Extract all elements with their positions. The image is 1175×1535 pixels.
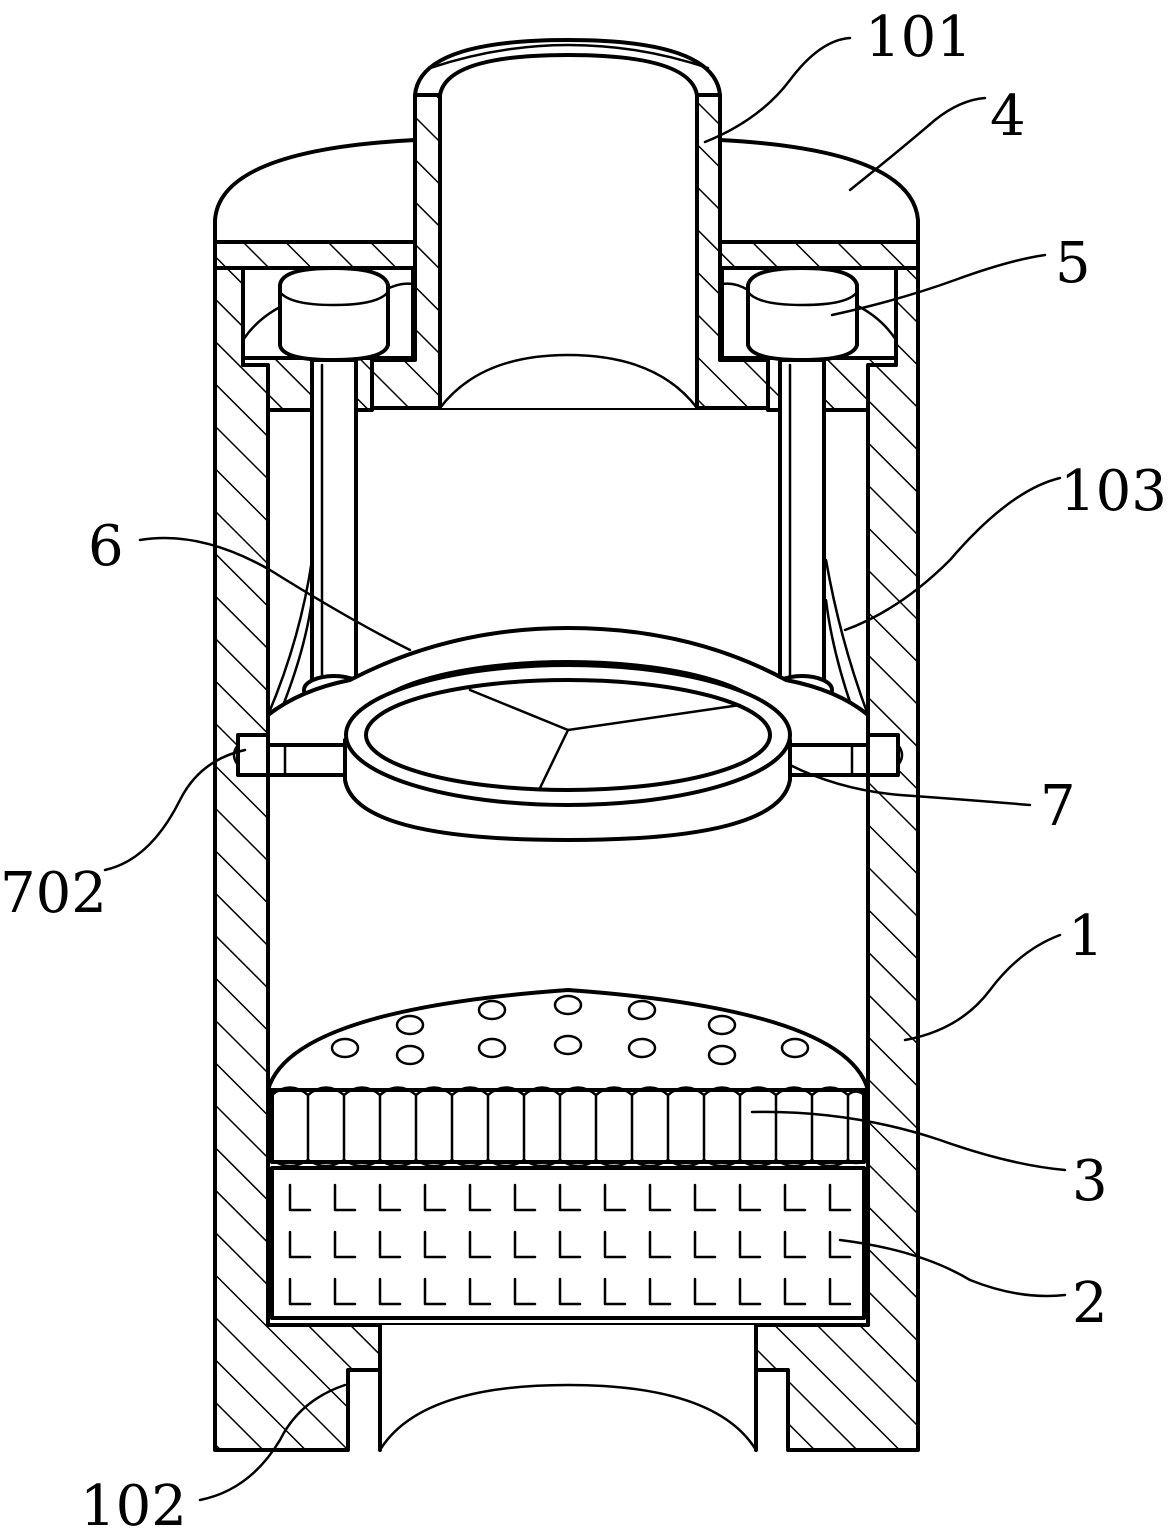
cylinder-right-head-line xyxy=(746,290,859,307)
valve-vane-3 xyxy=(538,728,570,790)
corrugated-layer xyxy=(270,1086,866,1168)
callout-2: 2 xyxy=(1072,1271,1108,1336)
guide-left-curve xyxy=(266,558,314,717)
dome-hole xyxy=(553,1034,583,1056)
valve-disc-inner xyxy=(364,678,772,792)
cylinder-left xyxy=(241,266,415,706)
bolt-left xyxy=(236,733,270,777)
callout-3: 3 xyxy=(1072,1149,1108,1214)
leader-2 xyxy=(838,1238,1067,1298)
bolt-right-head xyxy=(896,743,904,767)
bolt-right xyxy=(866,733,900,777)
leader-101 xyxy=(703,36,852,144)
dome-hole xyxy=(477,1037,507,1059)
dome-hole xyxy=(707,1044,737,1066)
inlet-rim-inner xyxy=(428,43,710,70)
dome-shell xyxy=(266,988,870,1092)
outlet-bore-curve xyxy=(378,1383,758,1452)
grid-layer xyxy=(270,1166,866,1320)
dome-hole xyxy=(395,1044,425,1066)
leader-lines xyxy=(103,36,1067,1502)
piston-rod-right xyxy=(778,358,826,682)
valve-disc xyxy=(343,660,792,842)
inlet-pipe-bore xyxy=(440,95,697,408)
leader-702 xyxy=(103,748,247,872)
callout-5: 5 xyxy=(1055,231,1091,296)
cylinder-left-head-line xyxy=(278,290,390,307)
dome-hole xyxy=(553,994,583,1016)
leader-102 xyxy=(198,1383,347,1502)
callout-101: 101 xyxy=(865,5,972,70)
grid-row-1 xyxy=(288,1183,852,1212)
outlet-pipe xyxy=(378,1323,758,1452)
dome-hole xyxy=(477,999,507,1021)
valve-vane-2 xyxy=(566,703,742,732)
leader-5 xyxy=(830,253,1047,317)
cylinder-right-arc2 xyxy=(720,282,750,292)
dome-hole xyxy=(330,1037,360,1059)
leader-6 xyxy=(138,536,412,652)
dome-hole xyxy=(395,1014,425,1036)
bolt-left-head xyxy=(232,743,240,767)
outlet-bore xyxy=(380,1325,756,1450)
inlet-pipe-rim xyxy=(413,38,722,97)
callout-1: 1 xyxy=(1068,904,1104,969)
grid-row-3 xyxy=(288,1277,852,1306)
top-cover-dome xyxy=(213,138,417,244)
cylinder-right-head xyxy=(746,266,859,362)
piston-rod-left xyxy=(310,358,358,682)
guide-left-curve2 xyxy=(280,598,314,710)
top-cover-dome-right xyxy=(718,138,920,244)
callout-6: 6 xyxy=(88,514,124,579)
valve-vane-1 xyxy=(468,688,570,732)
leader-7 xyxy=(788,763,1032,807)
leader-3 xyxy=(750,1110,1067,1172)
callout-labels: 101 4 5 103 6 7 702 1 3 2 102 xyxy=(0,5,1167,1535)
dome-hole xyxy=(707,1014,737,1036)
guide-right-curve xyxy=(824,558,870,717)
corrugated-ridges xyxy=(306,1093,850,1162)
inlet-pipe xyxy=(370,38,770,410)
cylinder-left-head xyxy=(278,266,390,362)
corrugated-band xyxy=(270,1088,866,1164)
grid-edges xyxy=(270,1166,866,1320)
inlet-bore-curve xyxy=(438,353,699,410)
callout-103: 103 xyxy=(1060,459,1167,524)
cylinder-right xyxy=(720,266,898,706)
dome-hole xyxy=(627,1037,657,1059)
guide-right-curve2 xyxy=(824,598,854,710)
grid-row-2 xyxy=(288,1230,852,1259)
leader-103 xyxy=(843,476,1062,632)
perforated-dome xyxy=(266,988,870,1092)
callout-7: 7 xyxy=(1040,774,1076,839)
grid-band xyxy=(270,1166,866,1320)
dome-hole xyxy=(627,999,657,1021)
callout-4: 4 xyxy=(990,84,1026,149)
callout-102: 102 xyxy=(80,1474,187,1535)
dome-hole xyxy=(780,1037,810,1059)
leader-1 xyxy=(903,933,1062,1042)
callout-702: 702 xyxy=(0,861,107,926)
corrugated-top-wave xyxy=(270,1086,866,1097)
leader-4 xyxy=(848,96,987,192)
